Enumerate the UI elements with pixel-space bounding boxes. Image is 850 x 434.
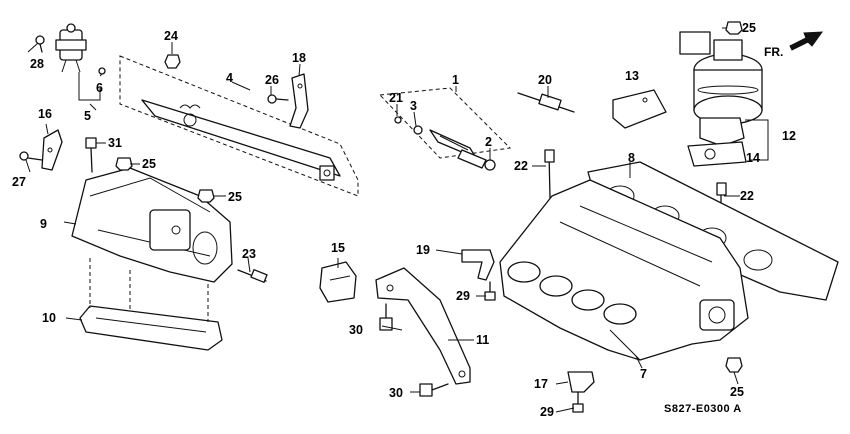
fuel-rail [119,55,359,197]
callout-28: 28 [30,57,44,71]
callout-24: 24 [164,29,178,43]
bolt-29-lower [572,391,584,413]
callout-4: 4 [226,71,233,85]
callout-16: 16 [38,107,52,121]
callout-18: 18 [292,51,306,65]
callout-12: 12 [782,129,796,143]
fuel-injector [394,116,496,171]
bolt-29-upper [484,281,496,301]
chamber-gasket [79,305,223,351]
bracket-19 [461,249,495,281]
callout-11: 11 [476,333,489,347]
callout-27: 27 [12,175,26,189]
callout-6: 6 [96,81,103,95]
bolt-31 [85,137,97,173]
callout-29-lower: 29 [540,405,554,419]
bolt-30-upper [379,303,393,331]
callout-22-right: 22 [740,189,754,203]
callout-5: 5 [84,109,91,123]
diagram-code: S827-E0300 A [664,403,742,415]
stud-20 [517,92,575,113]
callout-26: 26 [265,73,279,87]
callout-3: 3 [410,99,417,113]
injector-box [378,87,512,159]
callout-9: 9 [40,217,47,231]
intake-manifold [499,179,749,361]
callout-17: 17 [534,377,548,391]
callout-25-chamber-b: 25 [228,190,242,204]
bolt-27 [19,151,43,161]
callout-13: 13 [625,69,639,83]
manifold-stay [375,267,471,385]
front-direction-arrow: FR. [764,31,824,59]
intake-chamber [71,167,233,283]
nut-25-lower [725,357,743,373]
callout-2: 2 [485,135,492,149]
callout-31: 31 [108,136,122,150]
callout-8: 8 [628,151,635,165]
egr-valve [679,31,763,147]
callout-23: 23 [242,247,256,261]
callout-14: 14 [746,151,760,165]
front-direction-label: FR. [764,45,783,59]
callout-10: 10 [42,311,56,325]
callout-7: 7 [640,367,647,381]
callout-labels: 1 2 3 4 5 6 7 8 9 10 11 12 13 14 15 16 1… [12,21,796,419]
bolt-28 [35,35,45,53]
bracket-15 [319,261,357,303]
bracket-17 [567,371,595,393]
callout-25-chamber-a: 25 [142,157,156,171]
callout-19: 19 [416,243,430,257]
stud-23 [237,269,268,283]
callout-29-upper: 29 [456,289,470,303]
nut-25-a [115,157,133,171]
callout-30-upper: 30 [349,323,363,337]
gasket-14 [687,141,747,167]
callout-1: 1 [452,73,459,87]
plate-13 [612,89,667,129]
bolt-30-lower [419,383,449,397]
bracket-16 [41,129,63,171]
pressure-regulator [55,23,106,75]
callout-15: 15 [331,241,345,255]
nut-25-egr [725,21,743,35]
callout-25-egr: 25 [742,21,756,35]
callout-30-lower: 30 [389,386,403,400]
nut-24 [164,54,181,69]
nut-25-b [197,189,215,203]
callout-25-lower: 25 [730,385,744,399]
callout-20: 20 [538,73,552,87]
callout-22-left: 22 [514,159,528,173]
bolt-26 [267,94,289,104]
bracket-18 [289,73,309,129]
callout-21: 21 [389,91,403,105]
leader-lines [25,27,769,413]
stud-22-left [544,149,555,199]
